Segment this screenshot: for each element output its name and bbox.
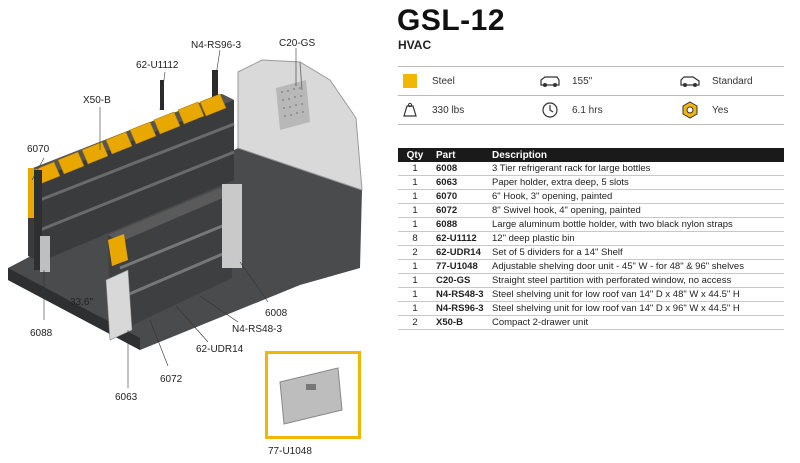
spec-row: 330 lbs 6.1 hrs Yes xyxy=(398,96,784,125)
spec-value: 6.1 hrs xyxy=(572,104,603,116)
spec-length: 155" xyxy=(538,67,678,95)
callout-6088: 6088 xyxy=(30,328,53,339)
spec-value: Steel xyxy=(432,75,455,87)
cell-qty: 1 xyxy=(398,259,432,274)
cell-part: 6072 xyxy=(432,203,488,218)
spec-hardware: Yes xyxy=(678,96,784,124)
install-time-icon xyxy=(538,101,562,119)
spec-value: 155" xyxy=(572,75,593,87)
cell-part: 62-U1112 xyxy=(432,231,488,246)
header-part: Part xyxy=(432,148,488,162)
cell-description: 8" Swivel hook, 4" opening, painted xyxy=(488,203,784,218)
cell-qty: 1 xyxy=(398,301,432,316)
cell-part: 6063 xyxy=(432,175,488,190)
callout-c20gs: C20-GS xyxy=(279,38,316,49)
cell-part: 6088 xyxy=(432,217,488,232)
plastic-bins xyxy=(33,93,227,185)
hardware-nut-icon xyxy=(678,101,702,119)
cell-qty: 1 xyxy=(398,189,432,204)
header-qty: Qty xyxy=(398,148,432,162)
callout-x50b: X50-B xyxy=(83,95,111,106)
cell-qty: 1 xyxy=(398,287,432,302)
spec-grid: Steel 155" Standard 330 lbs 6.1 hrs Yes xyxy=(398,66,784,125)
cell-description: 3 Tier refrigerant rack for large bottle… xyxy=(488,162,784,176)
cell-qty: 2 xyxy=(398,245,432,260)
cell-qty: 1 xyxy=(398,203,432,218)
cell-description: Compact 2-drawer unit xyxy=(488,315,784,330)
cell-part: 62-UDR14 xyxy=(432,245,488,260)
product-title: GSL-12 xyxy=(397,4,506,37)
callout-62u1112: 62-U1112 xyxy=(136,60,179,71)
cell-qty: 1 xyxy=(398,162,432,176)
cell-qty: 2 xyxy=(398,315,432,330)
cell-qty: 1 xyxy=(398,175,432,190)
spec-install-time: 6.1 hrs xyxy=(538,96,678,124)
callout-6070: 6070 xyxy=(27,144,50,155)
spec-value: Standard xyxy=(712,75,753,87)
cell-part: 6070 xyxy=(432,189,488,204)
cell-description: Adjustable shelving door unit - 45" W - … xyxy=(488,259,784,274)
cell-part: C20-GS xyxy=(432,273,488,288)
spec-value: Yes xyxy=(712,104,729,116)
cell-description: 12" deep plastic bin xyxy=(488,231,784,246)
cell-part: 77-U1048 xyxy=(432,259,488,274)
spec-value: 330 lbs xyxy=(432,104,465,116)
spec-roof: Standard xyxy=(678,67,784,95)
door-unit-image xyxy=(279,367,343,425)
van-length-icon xyxy=(538,72,562,90)
door-unit-inset xyxy=(265,351,361,439)
spec-weight: 330 lbs xyxy=(398,96,538,124)
shelving-n4rs48 xyxy=(105,184,242,341)
cell-description: Steel shelving unit for low roof van 14"… xyxy=(488,301,784,316)
cell-part: N4-RS96-3 xyxy=(432,301,488,316)
callout-62udr14: 62-UDR14 xyxy=(196,344,244,355)
cell-description: Steel shelving unit for low roof van 14"… xyxy=(488,287,784,302)
product-subtitle: HVAC xyxy=(398,38,432,52)
cell-description: Large aluminum bottle holder, with two b… xyxy=(488,217,784,232)
cell-description: 6" Hook, 3" opening, painted xyxy=(488,189,784,204)
callout-77u1048: 77-U1048 xyxy=(268,446,312,457)
partition-c20gs xyxy=(237,59,363,191)
callout-6008: 6008 xyxy=(265,308,288,319)
cell-qty: 1 xyxy=(398,273,432,288)
cell-part: X50-B xyxy=(432,315,488,330)
cell-description: Paper holder, extra deep, 5 slots xyxy=(488,175,784,190)
header-description: Description xyxy=(488,148,784,162)
weight-icon xyxy=(398,101,422,119)
cell-part: 6008 xyxy=(432,162,488,176)
parts-table-header: Qty Part Description xyxy=(398,148,784,162)
cell-part: N4-RS48-3 xyxy=(432,287,488,302)
callout-n4rs96: N4-RS96-3 xyxy=(191,40,242,51)
van-roof-icon xyxy=(678,72,702,90)
van-layout-illustration xyxy=(8,48,363,388)
cell-description: Set of 5 dividers for a 14" Shelf xyxy=(488,245,784,260)
callout-n4rs48: N4-RS48-3 xyxy=(232,324,283,335)
steel-swatch-icon xyxy=(398,72,422,90)
cell-description: Straight steel partition with perforated… xyxy=(488,273,784,288)
cell-qty: 8 xyxy=(398,231,432,246)
callout-6072: 6072 xyxy=(160,374,183,385)
spec-row: Steel 155" Standard xyxy=(398,66,784,96)
spec-material: Steel xyxy=(398,67,538,95)
cell-qty: 1 xyxy=(398,217,432,232)
callout-6063: 6063 xyxy=(115,392,138,403)
callout-dimension: 33.6" xyxy=(70,297,94,308)
